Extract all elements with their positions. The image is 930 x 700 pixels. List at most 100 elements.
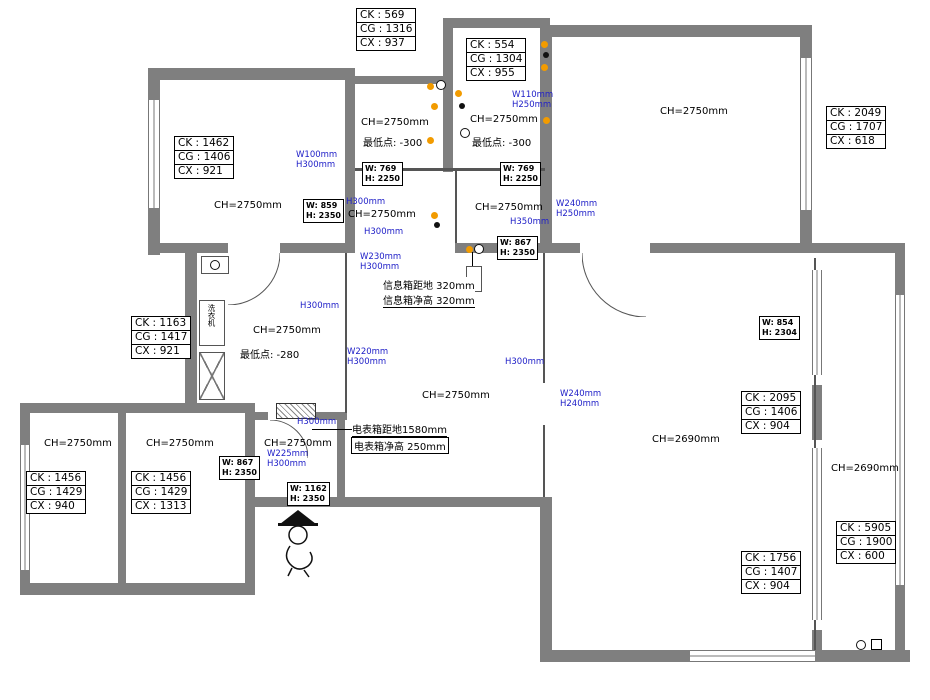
- wall-segment: [355, 76, 448, 84]
- leader-line: [472, 252, 473, 266]
- window: [800, 58, 812, 210]
- ceiling-height-label: CH=2750mm: [264, 438, 332, 449]
- min-point-label: 最低点: -300: [472, 138, 532, 149]
- wall-segment: [255, 497, 547, 507]
- wall-segment: [443, 18, 550, 28]
- measure-box: CK : 1462 CG : 1406 CX : 921: [174, 136, 235, 179]
- ceiling-height-label: CH=2750mm: [214, 200, 282, 211]
- dimension-label: W240mm H240mm: [560, 389, 601, 409]
- measure-line: CG : 1406: [742, 406, 801, 420]
- info-box-note: 信息箱净高 320mm: [383, 292, 475, 308]
- dimension-label: H300mm: [505, 357, 544, 367]
- measure-line: CG : 1316: [357, 23, 416, 37]
- measure-line: CK : 2049: [827, 107, 886, 121]
- measure-line: CK : 1462: [175, 137, 234, 151]
- switch-marker-icon: [455, 90, 462, 97]
- door-width: W: 859: [306, 201, 338, 210]
- dimension-label: W225mm H300mm: [267, 449, 308, 469]
- dimension-label: W220mm H300mm: [347, 347, 388, 367]
- measure-line: CG : 1900: [837, 536, 896, 550]
- dimension-line: H300mm: [267, 459, 307, 469]
- measure-box: CK : 1163 CG : 1417 CX : 921: [131, 316, 192, 359]
- light-marker-icon: [474, 244, 484, 254]
- door-width: W: 854: [762, 318, 794, 327]
- measure-line: CX : 904: [745, 580, 790, 592]
- dimension-line: H300mm: [346, 197, 386, 207]
- switch-marker-icon: [427, 83, 434, 90]
- ceiling-height-label: CH=2750mm: [348, 209, 416, 220]
- light-marker-icon: [460, 128, 470, 138]
- door-height: H: 2304: [762, 328, 797, 337]
- measure-box: CK : 2095 CG : 1406 CX : 904: [741, 391, 802, 434]
- dimension-line: W230mm: [360, 252, 402, 262]
- measure-line: CG : 1707: [827, 121, 886, 135]
- dimension-label: H300mm: [297, 417, 336, 427]
- door-width: W: 867: [222, 458, 254, 467]
- door-size-box: W: 854 H: 2304: [759, 316, 800, 340]
- ceiling-height-label: CH=2750mm: [44, 438, 112, 449]
- light-marker-icon: [436, 80, 446, 90]
- measure-line: CG : 1406: [175, 151, 234, 165]
- door-arc: [228, 253, 280, 305]
- wall-segment: [20, 403, 197, 413]
- wall-segment: [148, 68, 355, 80]
- door-height: H: 2350: [222, 468, 257, 477]
- socket-marker-icon: [459, 103, 465, 109]
- dimension-label: H350mm: [510, 217, 549, 227]
- measure-line: CG : 1304: [467, 53, 526, 67]
- door-arc: [582, 253, 646, 317]
- door-height: H: 2350: [306, 211, 341, 220]
- measure-box: CK : 1756 CG : 1407 CX : 904: [741, 551, 802, 594]
- dimension-label: W230mm H300mm: [360, 252, 401, 272]
- switch-marker-icon: [541, 41, 548, 48]
- cabinet-fixture: [199, 300, 225, 346]
- dimension-line: H300mm: [297, 417, 337, 427]
- dimension-line: H250mm: [512, 100, 552, 110]
- measure-line: CK : 2095: [742, 392, 801, 406]
- wall-segment: [800, 243, 905, 253]
- sink-fixture: [201, 256, 229, 274]
- wall-segment: [345, 68, 355, 253]
- wall-segment: [20, 583, 255, 595]
- door-height: H: 2250: [365, 174, 400, 183]
- ceiling-height-label: CH=2690mm: [831, 463, 899, 474]
- switch-marker-icon: [427, 137, 434, 144]
- measure-line: CG : 1429: [27, 486, 86, 500]
- dimension-line: W225mm: [267, 449, 309, 459]
- measure-box: CK : 554 CG : 1304 CX : 955: [466, 38, 527, 81]
- partition-line: [355, 168, 545, 171]
- leader-line: [312, 429, 352, 430]
- dimension-label: H300mm: [300, 301, 339, 311]
- door-width: W: 1162: [290, 484, 327, 493]
- dimension-line: H300mm: [360, 262, 400, 272]
- washer-label: 洗衣机: [207, 304, 216, 327]
- door-size-box: W: 769 H: 2250: [500, 162, 541, 186]
- dimension-line: H250mm: [556, 209, 596, 219]
- door-size-box: W: 1162 H: 2350: [287, 482, 330, 506]
- door-size-box: W: 769 H: 2250: [362, 162, 403, 186]
- partition-line: [455, 171, 457, 243]
- measure-box: CK : 1456 CG : 1429 CX : 940: [26, 471, 87, 514]
- switch-marker-icon: [431, 103, 438, 110]
- window: [690, 650, 815, 662]
- measure-line: CK : 554: [467, 39, 526, 53]
- ceiling-height-label: CH=2750mm: [361, 117, 429, 128]
- wall-segment: [812, 630, 822, 652]
- measure-line: CX : 921: [135, 345, 180, 357]
- wall-segment: [540, 25, 552, 251]
- door-size-box: W: 867 H: 2350: [219, 456, 260, 480]
- measure-line: CX : 937: [360, 37, 405, 49]
- wall-segment: [650, 243, 812, 253]
- dimension-label: W100mm H300mm: [296, 150, 337, 170]
- dimension-line: H300mm: [347, 357, 387, 367]
- wall-segment: [337, 412, 345, 504]
- switch-marker-icon: [541, 64, 548, 71]
- partition-line: [345, 253, 347, 413]
- dimension-label: W110mm H250mm: [512, 90, 553, 110]
- measure-line: CG : 1407: [742, 566, 801, 580]
- ceiling-height-label: CH=2750mm: [253, 325, 321, 336]
- dimension-label: W240mm H250mm: [556, 199, 597, 219]
- dimension-line: H300mm: [505, 357, 545, 367]
- measure-line: CK : 1163: [132, 317, 191, 331]
